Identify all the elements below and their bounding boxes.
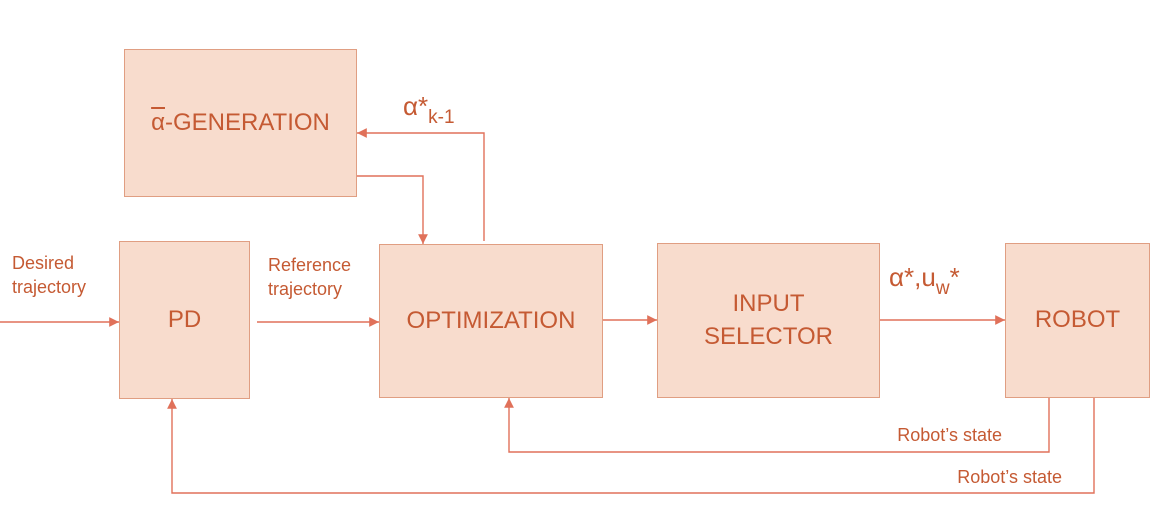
input-selector-block: INPUT SELECTOR xyxy=(657,243,880,398)
optimization-block: OPTIMIZATION xyxy=(379,244,603,398)
pd-label: PD xyxy=(167,305,202,333)
arrow-robot-state-to-optimization xyxy=(504,398,1050,453)
arrow-robot-state-to-pd xyxy=(167,398,1095,494)
arrow-alpha-generation-to-optimization xyxy=(357,175,428,244)
input-selector-label: INPUT SELECTOR xyxy=(704,290,833,350)
reference-trajectory-label: Reference trajectory xyxy=(268,255,352,300)
desired-trajectory-label: Desired trajectory xyxy=(12,253,87,298)
robot-label: ROBOT xyxy=(1034,306,1121,334)
alpha-bar-symbol: α xyxy=(151,108,165,136)
robot-state-label-upper: Robot’s state xyxy=(897,425,1002,445)
pd-block: PD xyxy=(119,241,250,399)
arrow-optimization-to-alpha-generation xyxy=(357,128,485,241)
alpha-generation-label: α-GENERATION xyxy=(151,108,330,136)
robot-block: ROBOT xyxy=(1005,243,1150,398)
alpha-uw-label: α*,uw* xyxy=(889,262,960,299)
robot-state-label-lower: Robot’s state xyxy=(957,467,1062,487)
optimization-label: OPTIMIZATION xyxy=(406,306,576,334)
alpha-generation-block: α-GENERATION xyxy=(124,49,357,197)
alpha-prev-label: α*k-1 xyxy=(403,91,455,128)
